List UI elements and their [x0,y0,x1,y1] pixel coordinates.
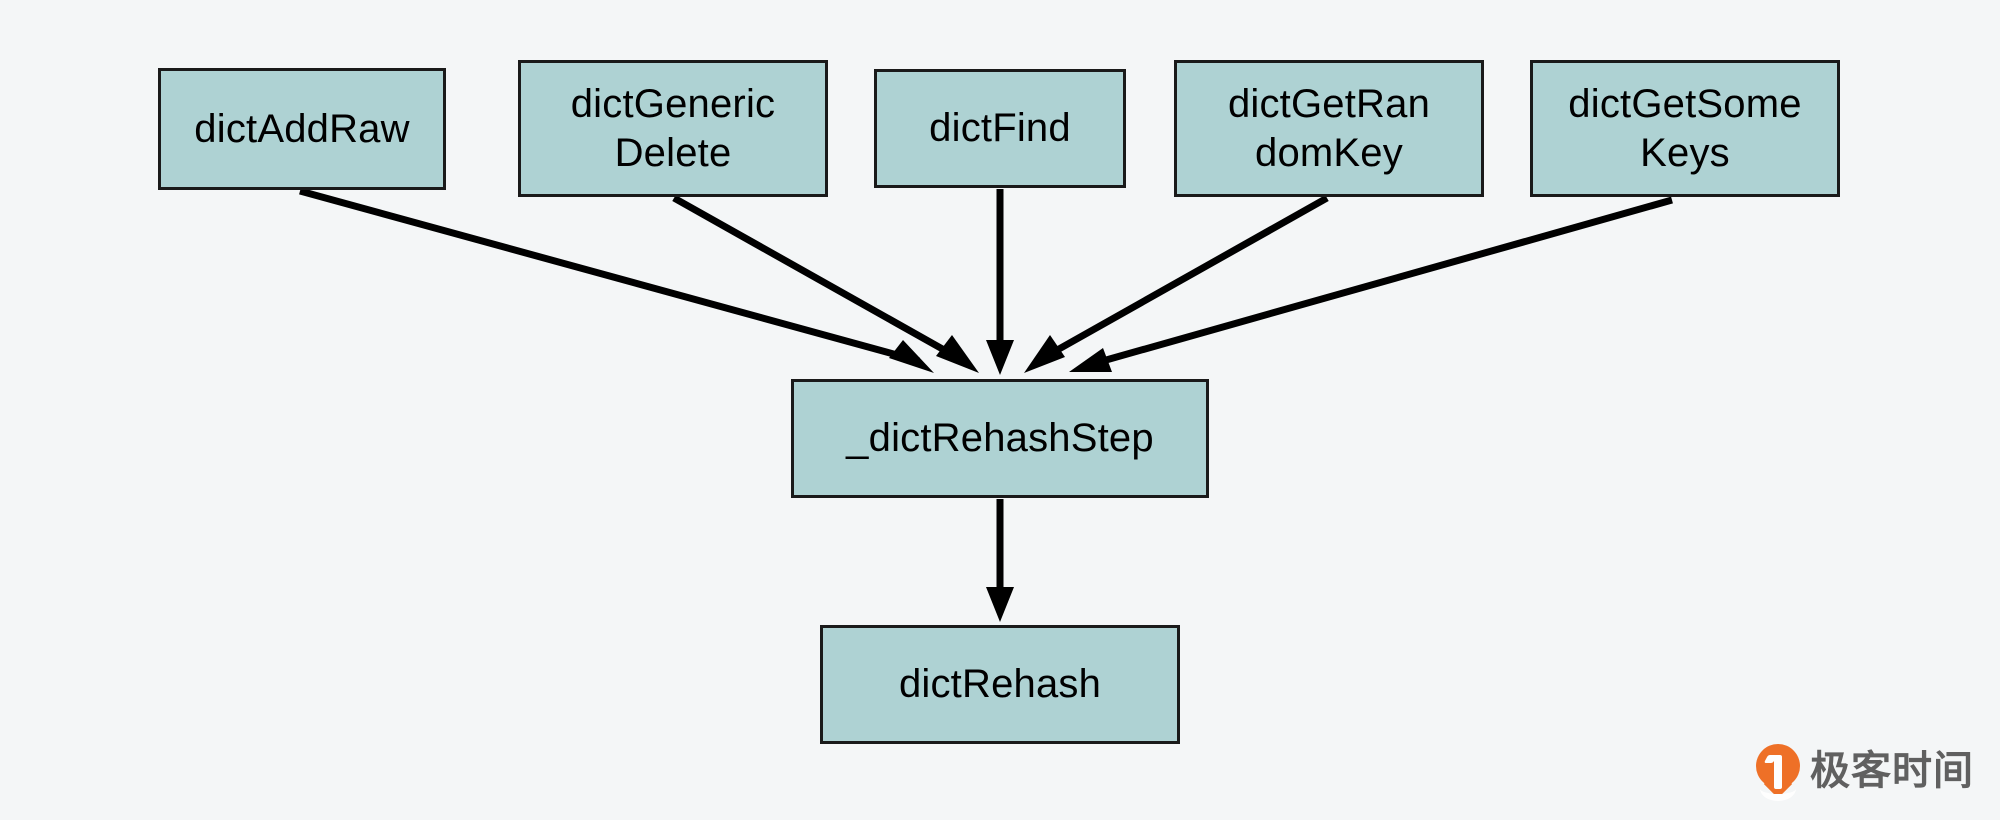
node-label: dictGetSome Keys [1568,81,1802,175]
pin-smile-shape [1760,776,1796,801]
node-label: dictFind [929,106,1071,151]
node-dict-get-some-keys[interactable]: dictGetSome Keys [1530,60,1840,197]
node-dict-get-random-key[interactable]: dictGetRan domKey [1174,60,1484,197]
node-label: _dictRehashStep [846,416,1154,461]
pin-stem-shape [1774,755,1782,789]
node-dict-rehash-step[interactable]: _dictRehashStep [791,379,1209,498]
node-dict-generic-delete[interactable]: dictGeneric Delete [518,60,828,197]
node-dict-add-raw[interactable]: dictAddRaw [158,68,446,190]
edge-dictAddRaw-to-dictRehashStep [299,187,934,373]
node-label: dictRehash [898,662,1102,707]
watermark-text: 极客时间 [1810,749,1974,793]
watermark: 极客时间 [1756,744,1974,801]
node-label: dictAddRaw [194,106,410,151]
node-dict-find[interactable]: dictFind [874,69,1126,188]
node-label: dictGetRan domKey [1227,81,1431,175]
node-label: dictGeneric Delete [570,81,776,175]
edge-dictGetRandomKey-to-dictRehashStep [1024,194,1329,373]
node-dict-rehash[interactable]: dictRehash [820,625,1180,744]
edge-dictFind-to-dictRehashStep [986,189,1014,375]
edge-dictGetSomeKeys-to-dictRehashStep [1069,196,1673,372]
edge-dictGenericDelete-to-dictRehashStep [672,194,979,373]
edge-dictRehashStep-to-dictRehash [986,499,1014,622]
geektime-logo-icon [1756,744,1800,801]
